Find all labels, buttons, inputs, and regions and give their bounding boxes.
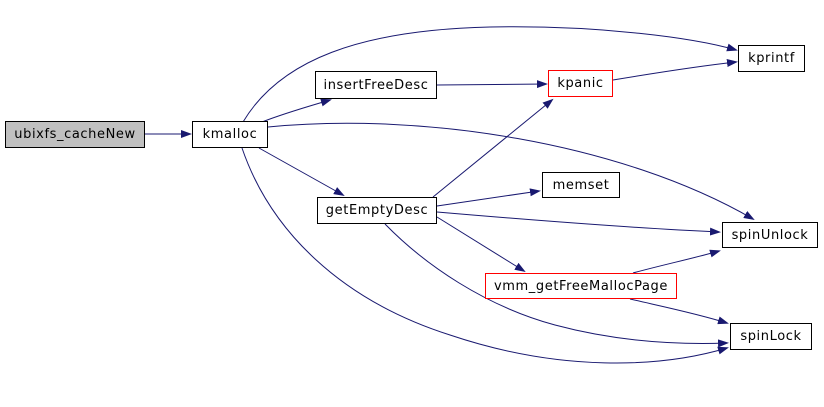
edge-vmm_getFreeMallocPage-to-spinLock [629, 298, 729, 325]
edge-kmalloc-to-kprintf [242, 26, 738, 123]
edge-insertFreeDesc-to-kpanic [436, 80, 548, 89]
edge-kmalloc-to-spinLock [241, 147, 729, 364]
edge-getEmptyDesc-to-kpanic [432, 98, 554, 198]
node-vmm_getFreeMallocPage[interactable]: vmm_getFreeMallocPage [485, 273, 677, 299]
edge-kpanic-to-kprintf [612, 59, 738, 81]
edge-kmalloc-to-getEmptyDesc [258, 147, 345, 196]
edge-getEmptyDesc-to-vmm_getFreeMallocPage [436, 216, 526, 273]
edge-kmalloc-to-spinUnlock [267, 122, 755, 221]
node-ubixfs_cacheNew: ubixfs_cacheNew [5, 121, 145, 148]
node-spinUnlock[interactable]: spinUnlock [722, 222, 818, 248]
edge-getEmptyDesc-to-memset [436, 188, 541, 207]
edge-kmalloc-to-insertFreeDesc [261, 98, 332, 123]
edge-vmm_getFreeMallocPage-to-spinUnlock [632, 249, 721, 274]
edge-getEmptyDesc-to-spinLock [384, 223, 729, 348]
node-memset[interactable]: memset [542, 172, 620, 198]
node-insertFreeDesc[interactable]: insertFreeDesc [315, 71, 437, 99]
node-kpanic[interactable]: kpanic [548, 70, 613, 97]
node-kmalloc[interactable]: kmalloc [192, 121, 268, 148]
node-spinLock[interactable]: spinLock [730, 323, 812, 350]
node-getEmptyDesc[interactable]: getEmptyDesc [317, 197, 437, 224]
edge-getEmptyDesc-to-spinUnlock [436, 211, 721, 236]
node-kprintf[interactable]: kprintf [738, 45, 805, 72]
